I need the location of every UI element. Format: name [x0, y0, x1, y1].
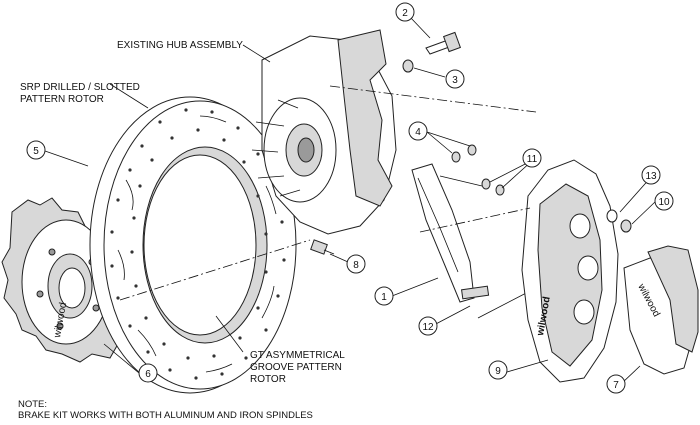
callout-2: 2: [395, 2, 415, 22]
callout-5: 5: [26, 140, 46, 160]
callout-12-text: 12: [422, 322, 434, 333]
brake-pads: wilwood: [623, 245, 699, 375]
caliper-bolt: [310, 239, 335, 255]
bolt: [425, 31, 462, 55]
callout-3: 3: [445, 69, 465, 89]
srp-rotor-label-line1: SRP DRILLED / SLOTTED: [20, 82, 140, 93]
callout-4-text: 4: [415, 127, 421, 138]
srp-rotor-label-line2: PATTERN ROTOR: [20, 94, 104, 105]
callout-11: 11: [522, 148, 542, 168]
callout-8-text: 8: [353, 260, 359, 271]
callout-6: 6: [138, 363, 158, 383]
caliper: wilwood: [521, 159, 619, 383]
hub-assembly-label: EXISTING HUB ASSEMBLY: [117, 40, 243, 51]
callout-9-text: 9: [495, 366, 501, 377]
caliper-bracket: [411, 163, 475, 303]
mounting-bolt: [461, 285, 533, 319]
callout-13: 13: [641, 165, 661, 185]
callout-7: 7: [606, 374, 626, 394]
callout-10: 10: [654, 191, 674, 211]
callout-4: 4: [408, 121, 428, 141]
callout-1: 1: [374, 286, 394, 306]
rotor-hat: [1, 197, 135, 363]
rotor: [89, 96, 297, 394]
gt-rotor-label-line3: ROTOR: [250, 374, 286, 385]
callout-2-text: 2: [402, 8, 408, 19]
leader-lines: [44, 16, 657, 384]
note-text: BRAKE KIT WORKS WITH BOTH ALUMINUM AND I…: [18, 410, 313, 421]
callout-8: 8: [346, 254, 366, 274]
center-lines: [119, 85, 537, 301]
note-heading: NOTE:: [18, 399, 48, 410]
callout-7-text: 7: [613, 380, 619, 391]
washer-set: [451, 144, 477, 163]
washer: [402, 59, 414, 73]
hardware-nut: [606, 209, 632, 233]
note-block: NOTE: BRAKE KIT WORKS WITH BOTH ALUMINUM…: [18, 399, 313, 421]
gt-rotor-label-line1: GT ASYMMETRICAL: [250, 350, 345, 361]
callout-11-text: 11: [527, 154, 538, 165]
callout-9: 9: [488, 360, 508, 380]
callout-3-text: 3: [452, 75, 458, 86]
shim-set: [439, 175, 505, 196]
gt-rotor-label-line2: GROOVE PATTERN: [250, 362, 342, 373]
callout-13-text: 13: [645, 171, 657, 182]
callout-6-text: 6: [145, 369, 151, 380]
callout-1-text: 1: [381, 292, 387, 303]
callout-12: 12: [418, 316, 438, 336]
callout-5-text: 5: [33, 146, 39, 157]
hub-assembly: [251, 29, 397, 235]
callout-10-text: 10: [658, 197, 670, 208]
